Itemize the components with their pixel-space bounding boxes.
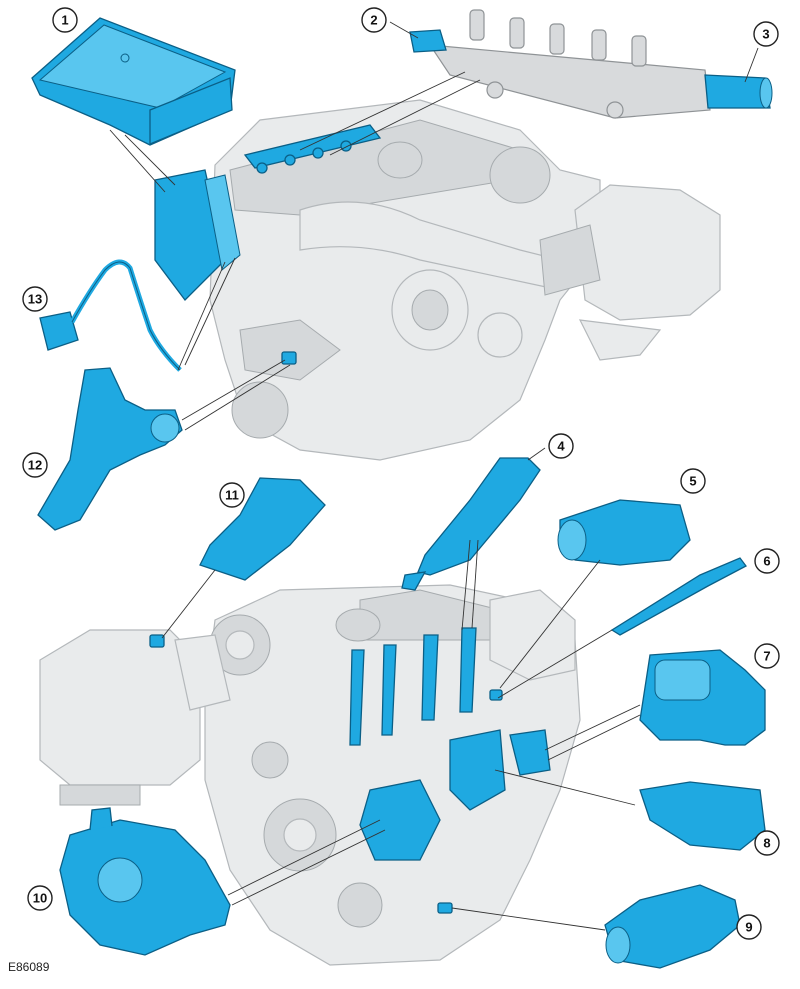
svg-text:9: 9 [745,920,752,935]
fuel-rail-inlet-fitting [409,29,447,53]
glow-plug [610,557,747,636]
svg-text:4: 4 [557,439,565,454]
svg-text:7: 7 [763,649,770,664]
callout-9: 9 [736,914,762,940]
callout-13: 13 [22,286,48,312]
callout-2: 2 [361,7,387,33]
sensor-13 [39,259,182,372]
fuel-rail [428,9,711,119]
upper-intake-airbox [539,184,721,361]
leader-lines [109,21,759,931]
svg-text:8: 8 [763,836,770,851]
svg-text:10: 10 [33,891,47,906]
callout-7: 7 [754,643,780,669]
lower-engine-block [204,584,581,966]
sensor-9 [604,884,741,969]
high-pressure-fuel-pump [59,807,231,956]
svg-text:6: 6 [763,554,770,569]
callout-4: 4 [548,433,574,459]
callout-1: 1 [52,7,78,33]
sensor-12 [37,367,183,531]
svg-text:5: 5 [689,474,696,489]
svg-text:13: 13 [28,292,42,307]
svg-text:3: 3 [762,27,769,42]
svg-text:2: 2 [370,13,377,28]
upper-engine-block [209,99,601,461]
callout-12: 12 [22,452,48,478]
callout-11: 11 [219,482,245,508]
fuel-rail-pressure-sensor [704,74,773,109]
lower-engine-highlights [149,627,551,914]
figure-id: E86089 [8,960,50,974]
callout-6: 6 [754,548,780,574]
upper-engine-highlights [154,124,382,365]
svg-text:12: 12 [28,458,42,473]
sensor-8 [639,781,766,851]
engine-control-module [31,17,236,146]
svg-text:1: 1 [61,13,68,28]
fuel-injector [401,457,541,591]
sensor-5 [557,499,691,566]
callout-5: 5 [680,468,706,494]
callout-10: 10 [27,885,53,911]
svg-text:11: 11 [225,488,239,503]
component-7 [639,649,766,746]
callout-3: 3 [753,21,779,47]
callout-8: 8 [754,830,780,856]
sensor-11 [199,477,326,581]
lower-intake-airbox [39,629,231,806]
